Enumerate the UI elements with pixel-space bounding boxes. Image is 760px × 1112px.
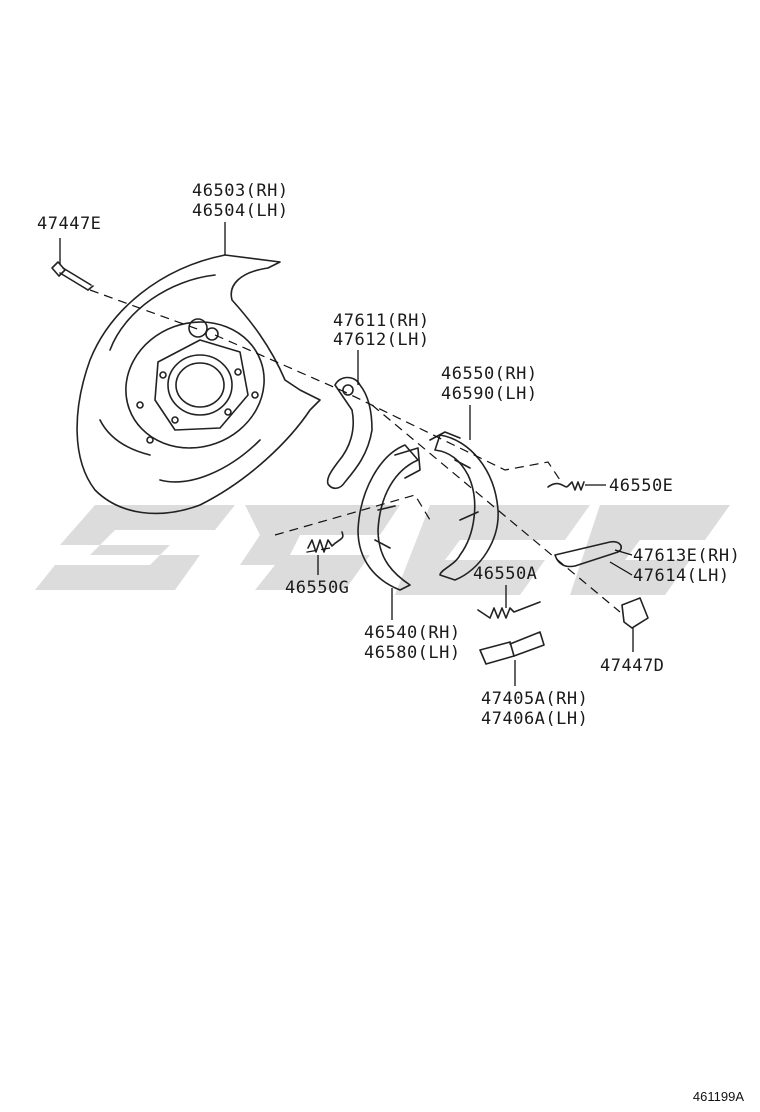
assembly-lines (89, 289, 621, 613)
parking-brake-lever (326, 376, 373, 490)
label-47405a: 47405A(RH) (481, 689, 589, 709)
label-46504: 46504(LH) (192, 201, 289, 221)
label-46503: 46503(RH) (192, 181, 289, 201)
label-46550: 46550(RH) (441, 364, 538, 384)
brake-shoe-rear (357, 444, 421, 591)
spring-46550e (547, 481, 585, 491)
strut-47613e (554, 540, 622, 568)
label-47612: 47612(LH) (333, 330, 430, 350)
bolt-47447e (51, 261, 94, 291)
label-47447d: 47447D (600, 656, 665, 676)
label-47611: 47611(RH) (333, 311, 430, 331)
backing-plate (76, 254, 321, 515)
leader-lines (59, 222, 634, 686)
label-46540: 46540(RH) (364, 623, 461, 643)
diagram-reference-number: 461199A (692, 1089, 744, 1104)
label-46580: 46580(LH) (364, 643, 461, 663)
label-47613e: 47613E(RH) (633, 546, 741, 566)
label-47406a: 47406A(LH) (481, 709, 589, 729)
label-46550e: 46550E (609, 476, 674, 496)
clip-47447d (621, 597, 649, 629)
watermark-logo (35, 505, 730, 595)
label-46550g: 46550G (285, 578, 350, 598)
label-47614: 47614(LH) (633, 566, 730, 586)
label-47447e: 47447E (37, 214, 102, 234)
brake-shoe-front (429, 431, 499, 581)
adjuster-47405a (479, 631, 545, 665)
spring-46550g (307, 531, 344, 553)
label-46590: 46590(LH) (441, 384, 538, 404)
label-46550a: 46550A (473, 564, 538, 584)
spring-46550a (477, 601, 541, 619)
